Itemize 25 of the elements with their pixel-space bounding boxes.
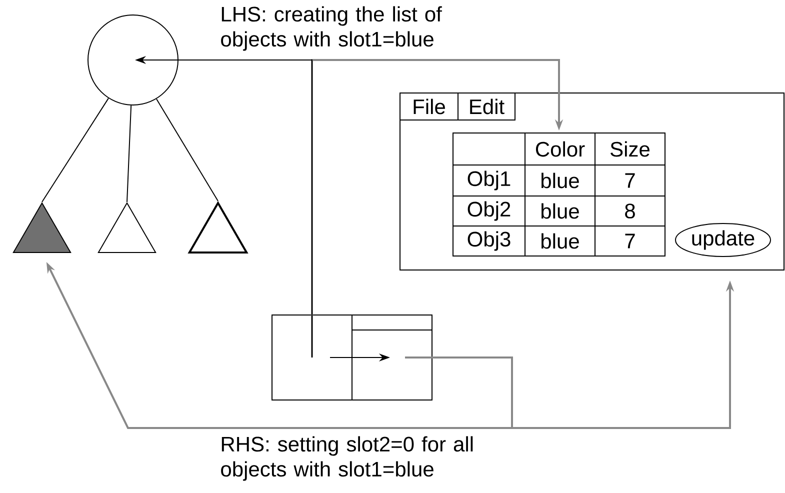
table-cell: blue — [542, 203, 579, 219]
table-cell: Color — [536, 141, 585, 157]
table-cell: Size — [610, 141, 650, 157]
oval-button: update — [675, 223, 771, 257]
rule-compartment — [352, 314, 432, 400]
rule-compartment — [272, 314, 352, 400]
table-cell: Obj1 — [468, 170, 510, 190]
line — [126, 104, 132, 202]
circle — [88, 14, 178, 106]
annotation: RHS: setting slot2=0 for all objects with slot1=blue — [221, 436, 473, 481]
line — [42, 98, 109, 202]
window-frame — [400, 92, 784, 270]
table-cell: Obj3 — [468, 231, 510, 251]
menu-item: File — [400, 92, 458, 120]
arrow — [311, 59, 564, 358]
table-cell: 7 — [625, 234, 635, 248]
table-cell: blue — [542, 172, 579, 188]
table-cell: blue — [542, 233, 579, 249]
table-cell: 8 — [625, 204, 635, 218]
table — [452, 132, 666, 256]
table-cell: 7 — [625, 173, 635, 188]
line — [156, 98, 218, 202]
table-cell: Obj2 — [468, 201, 510, 221]
menu-item: Edit — [458, 92, 516, 120]
annotation: LHS: creating the list of objects with slot1=blue — [221, 6, 442, 51]
